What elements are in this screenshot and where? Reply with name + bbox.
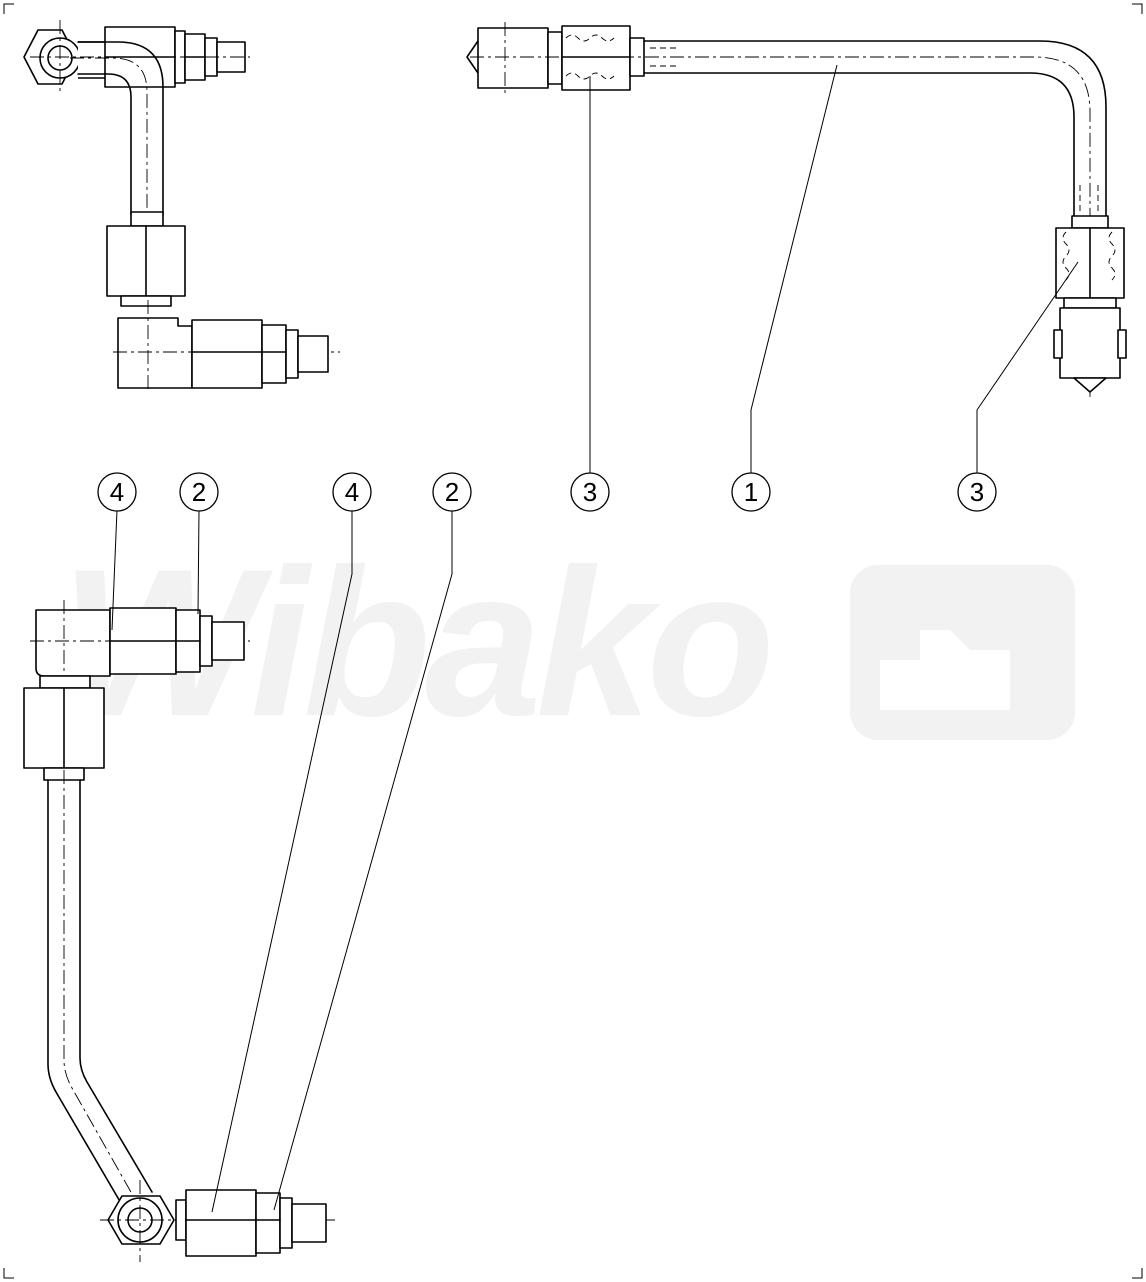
callout-label: 3 <box>583 477 597 507</box>
callout-label: 4 <box>110 477 124 507</box>
watermark-tractor-icon <box>880 630 1010 710</box>
callout-label: 2 <box>192 477 206 507</box>
assembly-top-left <box>23 20 340 392</box>
callout-2-right: 2 <box>432 472 472 512</box>
callout-label: 3 <box>970 477 984 507</box>
callout-2-left: 2 <box>179 472 219 512</box>
callout-3-right: 3 <box>957 472 997 512</box>
callout-3-left: 3 <box>570 472 610 512</box>
callout-label: 2 <box>445 477 459 507</box>
callout-1: 1 <box>731 472 771 512</box>
callout-4-right: 4 <box>332 472 372 512</box>
leader-lines <box>111 64 1079 1213</box>
corner-marks <box>3 3 1143 1279</box>
callout-label: 4 <box>345 477 359 507</box>
callout-label: 1 <box>744 477 758 507</box>
callout-4-left: 4 <box>97 472 137 512</box>
assembly-bottom <box>23 600 335 1262</box>
assembly-top-right <box>466 22 1127 400</box>
